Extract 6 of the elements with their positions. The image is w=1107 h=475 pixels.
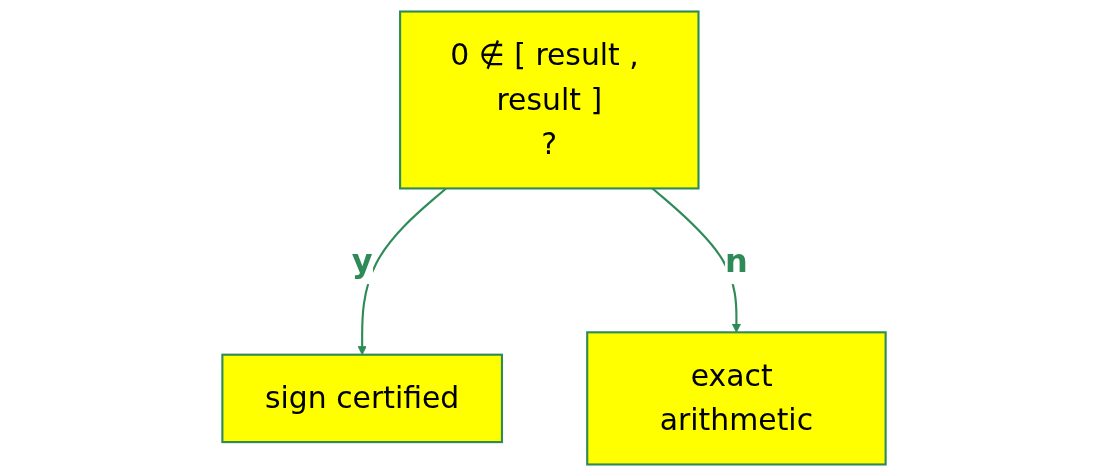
node-box: exact arithmetic — [585, 330, 887, 466]
node-box: sign certified — [220, 353, 503, 443]
edge-label: y — [351, 241, 373, 279]
node-box: 0 ∉ [ result , result ] ? — [398, 9, 700, 189]
arrow — [356, 187, 447, 355]
edge-label: n — [724, 241, 748, 279]
